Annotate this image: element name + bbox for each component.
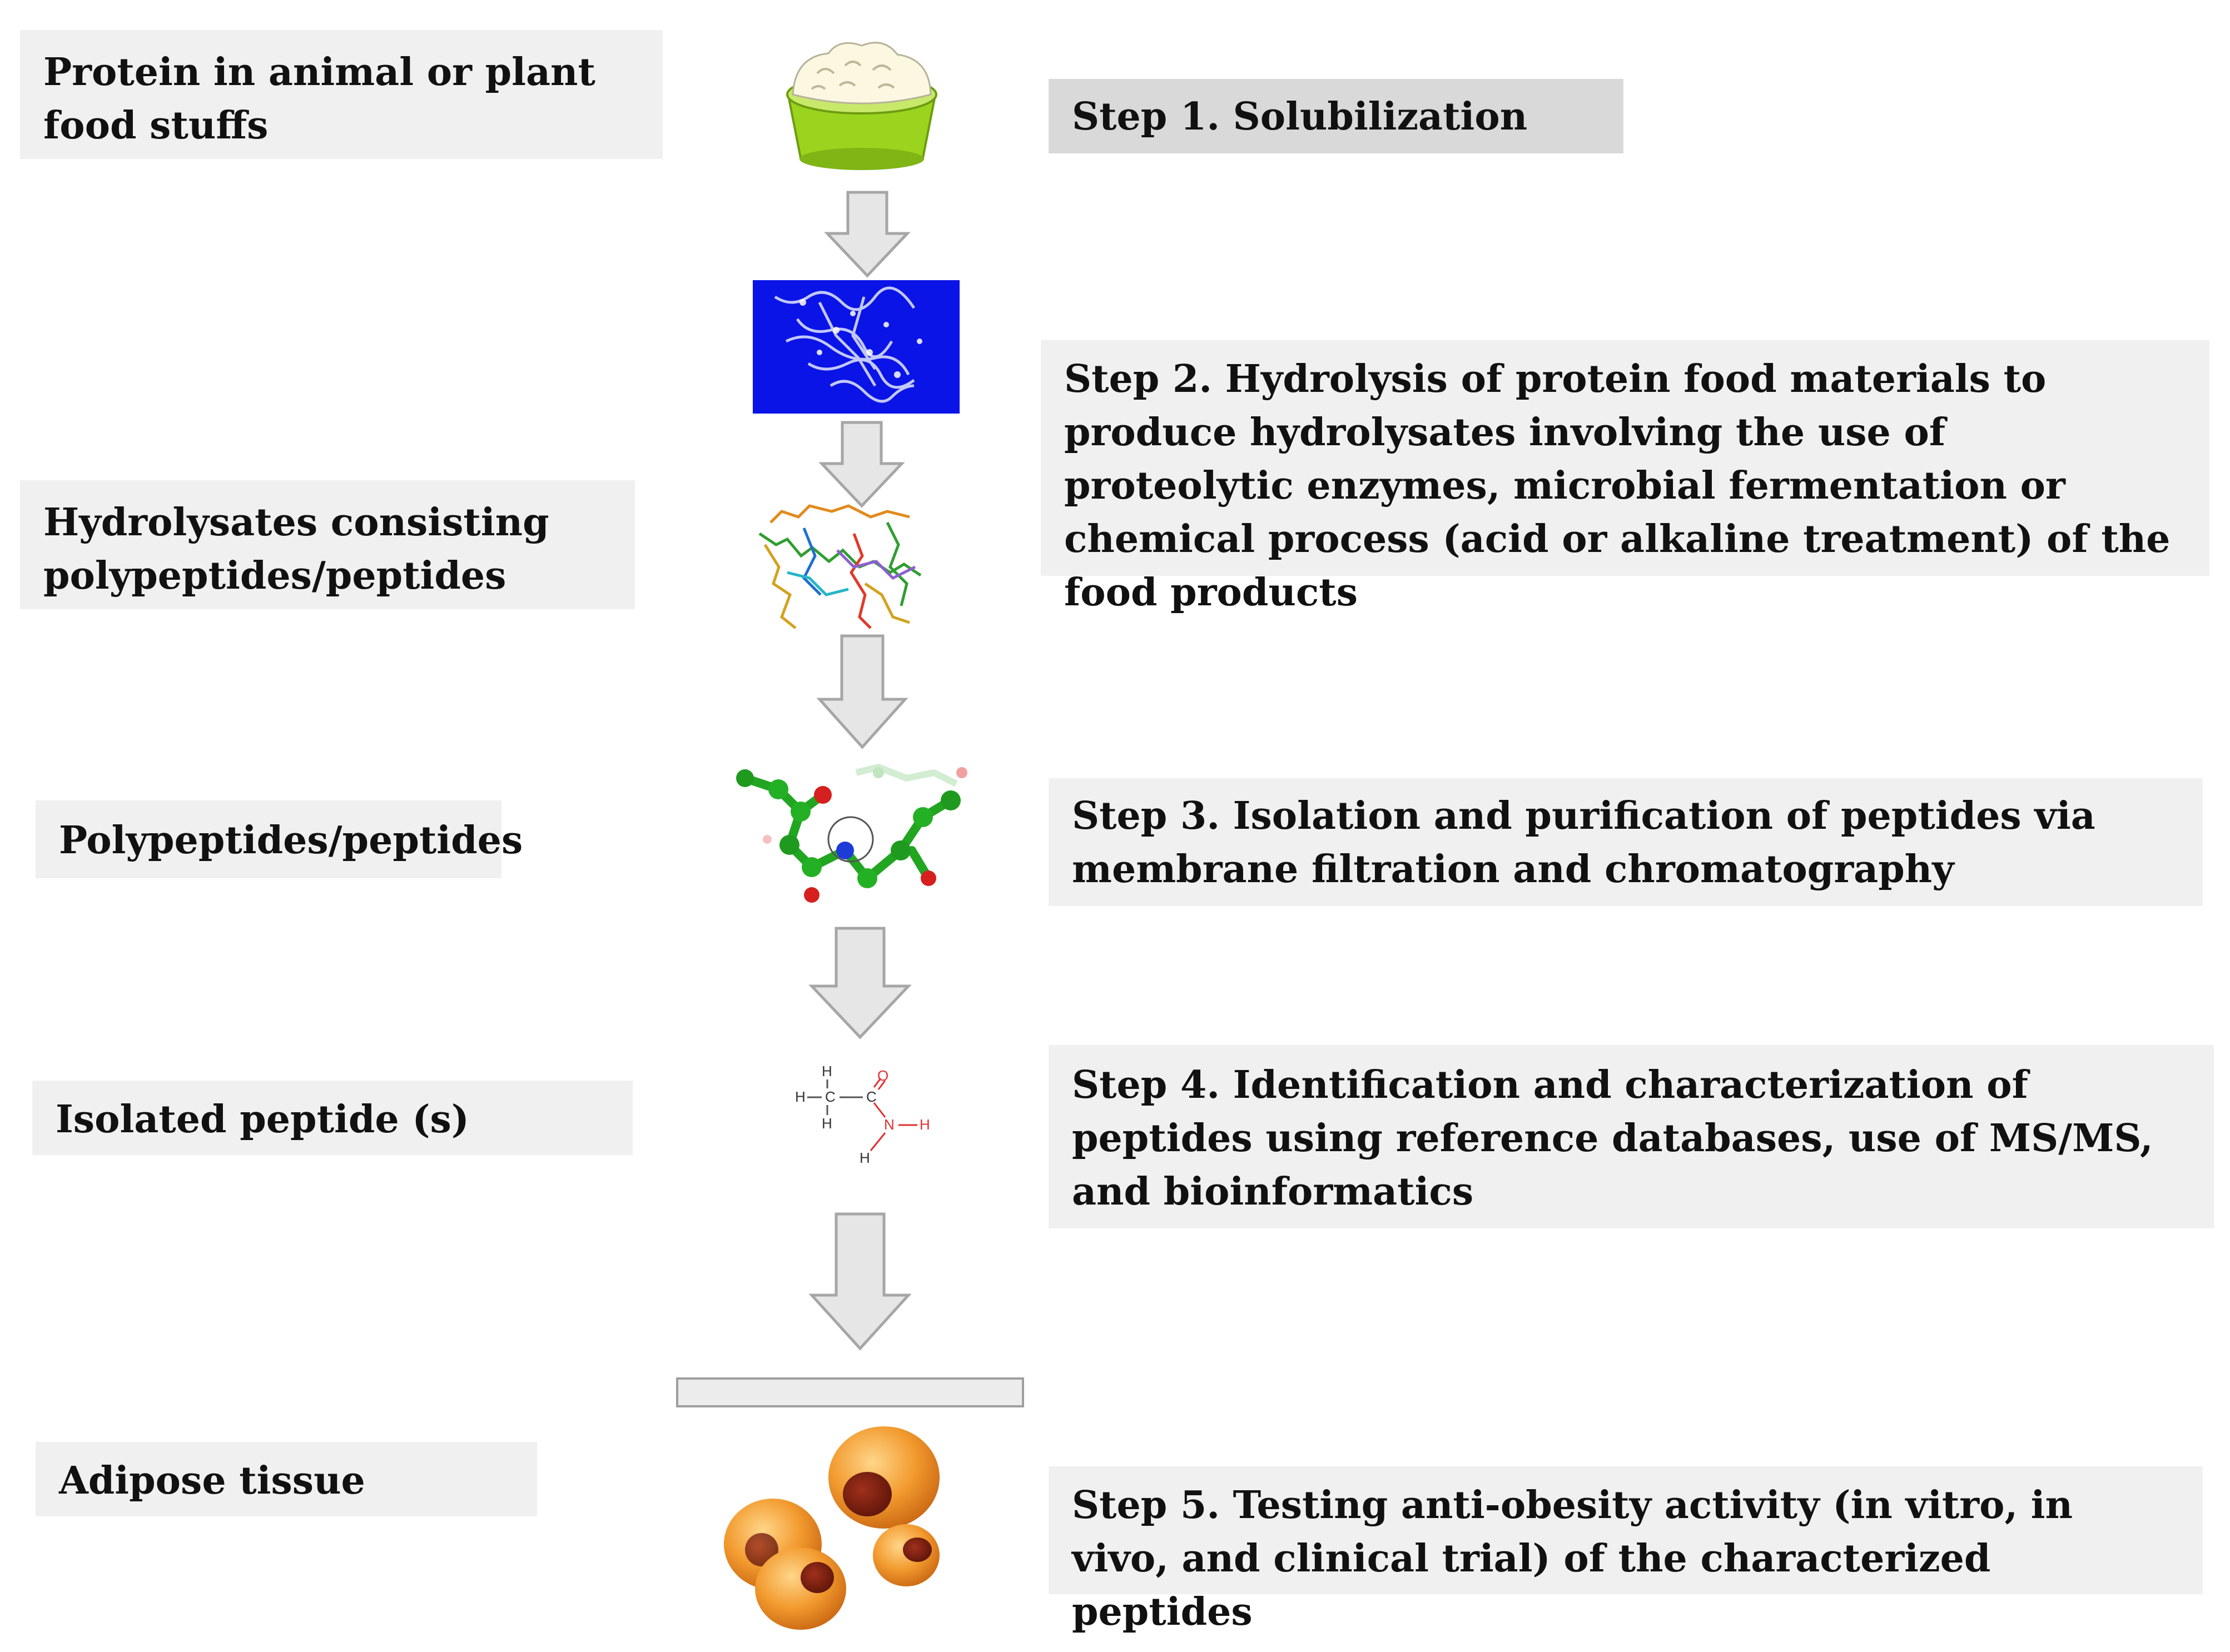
svg-text:N: N [884, 1116, 895, 1133]
down-arrow-icon [824, 191, 911, 278]
label-hydrolysates: Hydrolysates consisting polypeptides/pep… [20, 480, 635, 609]
label-adipose-tissue: Adipose tissue [36, 1442, 537, 1516]
down-arrow-icon [818, 421, 905, 508]
svg-text:H: H [822, 1115, 832, 1132]
label-isolated-peptide: Isolated peptide (s) [32, 1081, 633, 1155]
svg-text:C: C [825, 1088, 836, 1105]
step-1-box: Step 1. Solubilization [1049, 79, 1623, 153]
down-arrow-icon [816, 634, 908, 749]
acetamide-structure-icon: H H C H C O N H H [795, 1063, 930, 1166]
step-2-text: Step 2. Hydrolysis of protein food mater… [1064, 357, 2171, 615]
divider-bar [676, 1377, 1024, 1407]
label-polypeptides-text: Polypeptides/peptides [59, 818, 523, 863]
label-protein-source-text: Protein in animal or plant food stuffs [43, 50, 595, 148]
svg-text:H: H [795, 1088, 806, 1105]
svg-text:H: H [860, 1150, 870, 1166]
svg-text:H: H [822, 1063, 832, 1079]
down-arrow-icon [808, 1212, 912, 1351]
step-3-text: Step 3. Isolation and purification of pe… [1072, 794, 2095, 892]
label-polypeptides: Polypeptides/peptides [36, 800, 523, 878]
food-bowl-icon [786, 42, 937, 170]
svg-text:C: C [866, 1088, 877, 1105]
label-isolated-peptide-text: Isolated peptide (s) [56, 1097, 469, 1142]
protein-structure-icon [753, 280, 960, 414]
svg-text:H: H [920, 1116, 930, 1133]
step-1-text: Step 1. Solubilization [1072, 94, 1528, 139]
ball-stick-peptide-icon [736, 763, 967, 903]
step-2-box: Step 2. Hydrolysis of protein food mater… [1041, 340, 2209, 615]
step-3-box: Step 3. Isolation and purification of pe… [1049, 778, 2203, 906]
down-arrow-icon [808, 927, 912, 1039]
label-hydrolysates-text: Hydrolysates consisting polypeptides/pep… [43, 500, 549, 598]
step-4-box: Step 4. Identification and characterizat… [1049, 1045, 2214, 1228]
adipose-cells-icon [724, 1426, 940, 1630]
label-protein-source: Protein in animal or plant food stuffs [20, 30, 663, 159]
label-adipose-tissue-text: Adipose tissue [59, 1459, 365, 1503]
step-4-text: Step 4. Identification and characterizat… [1072, 1063, 2153, 1214]
step-5-text: Step 5. Testing anti-obesity activity (i… [1072, 1483, 2073, 1634]
peptide-mesh-icon [758, 504, 922, 629]
step-5-box: Step 5. Testing anti-obesity activity (i… [1049, 1466, 2203, 1634]
